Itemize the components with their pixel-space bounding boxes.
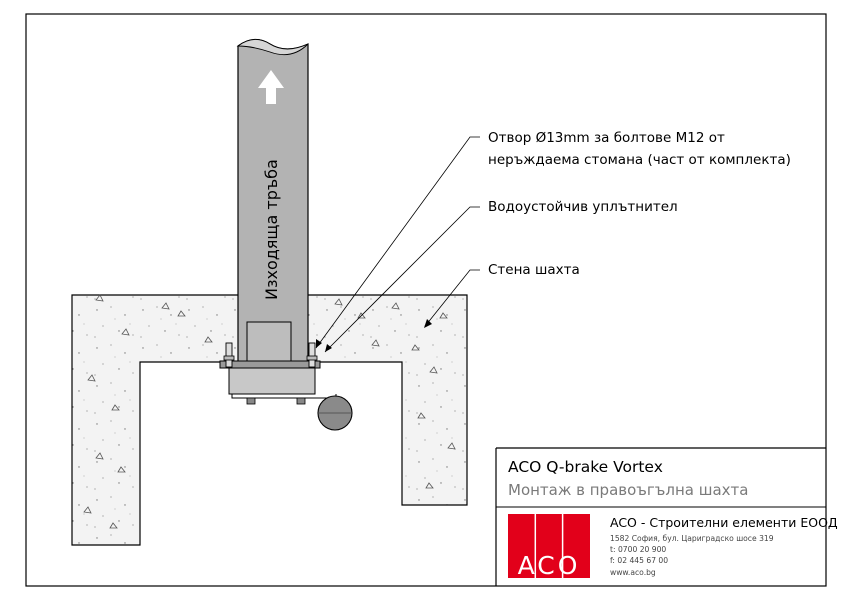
company-web: www.aco.bg bbox=[610, 568, 656, 577]
callout-seal: Водоустойчив уплътнител bbox=[488, 199, 678, 215]
pipe-inner-section bbox=[246, 321, 292, 367]
callout-bolts-line1: Отвор Ø13mm за болтове М12 от bbox=[488, 130, 725, 146]
pipe-label: Изходяща тръба bbox=[262, 159, 281, 300]
aggregate-marks bbox=[83, 294, 456, 529]
aco-logo: ACO bbox=[508, 514, 590, 580]
stainless-bolt-right bbox=[308, 342, 316, 368]
outlet-pipe: Изходяща тръба bbox=[236, 38, 309, 369]
product-subtitle: Монтаж в правоъгълна шахта bbox=[508, 481, 748, 499]
title-block: ACO Q-brake Vortex Монтаж в правоъгълна … bbox=[495, 447, 838, 586]
callout-leaders bbox=[315, 136, 480, 353]
flow-direction-arrow-icon bbox=[258, 70, 284, 104]
logo-text: ACO bbox=[518, 551, 581, 580]
callout-bolts-line2: неръждаема стомана (част от комплекта) bbox=[488, 152, 791, 168]
company-fax: f: 02 445 67 00 bbox=[610, 556, 668, 565]
company-phone: t: 0700 20 900 bbox=[610, 545, 666, 554]
seal-gasket bbox=[219, 360, 321, 369]
stainless-bolt-left bbox=[225, 342, 233, 368]
product-title: ACO Q-brake Vortex bbox=[508, 458, 663, 476]
company-name: ACO - Строителни елементи ЕООД bbox=[610, 515, 838, 530]
vortex-mounting bbox=[219, 342, 353, 431]
vortex-flange bbox=[228, 367, 316, 395]
callout-wall: Стена шахта bbox=[488, 262, 580, 278]
company-address: 1582 София, бул. Цариградско шосе 319 bbox=[610, 534, 774, 543]
chamber-wall bbox=[71, 294, 468, 546]
leader-arrowheads bbox=[316, 319, 432, 352]
